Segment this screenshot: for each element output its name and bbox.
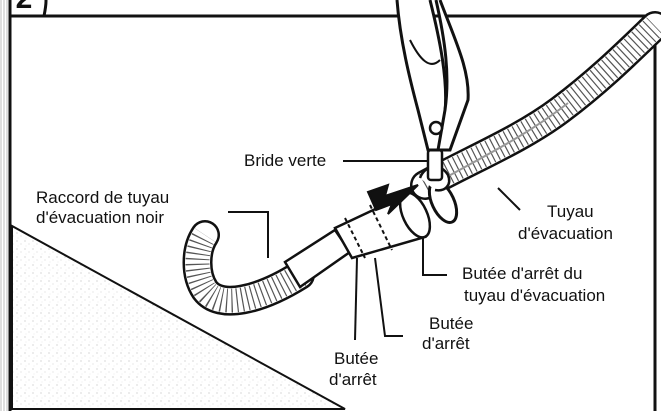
leader-hose-stop <box>423 237 447 275</box>
leader-stop-right <box>375 258 403 336</box>
label-black-connector-line2: d'évacuation noir <box>34 208 166 228</box>
label-hose-stop-line2: tuyau d'évacuation <box>462 286 607 306</box>
leader-drain-hose <box>498 188 520 210</box>
leader-black-connector <box>228 212 268 258</box>
label-drain-hose-line2: d'évacuation <box>516 224 615 244</box>
label-black-connector-line1: Raccord de tuyau <box>34 188 171 208</box>
floor-mat <box>12 226 345 409</box>
leader-stop-bottom <box>355 258 357 340</box>
label-stop-right-line1: Butée <box>427 314 475 334</box>
step-number: 2 <box>4 0 44 16</box>
label-stop-right-line2: d'arrêt <box>420 334 472 354</box>
black-connector-hose <box>198 235 301 301</box>
pliers-icon <box>397 0 468 150</box>
label-hose-stop-line1: Butée d'arrêt du <box>460 264 584 284</box>
label-drain-hose-line1: Tuyau <box>545 202 596 222</box>
label-stop-bottom-line1: Butée <box>332 349 380 369</box>
label-green-clamp: Bride verte <box>242 151 328 171</box>
label-stop-bottom-line2: d'arrêt <box>327 370 379 390</box>
